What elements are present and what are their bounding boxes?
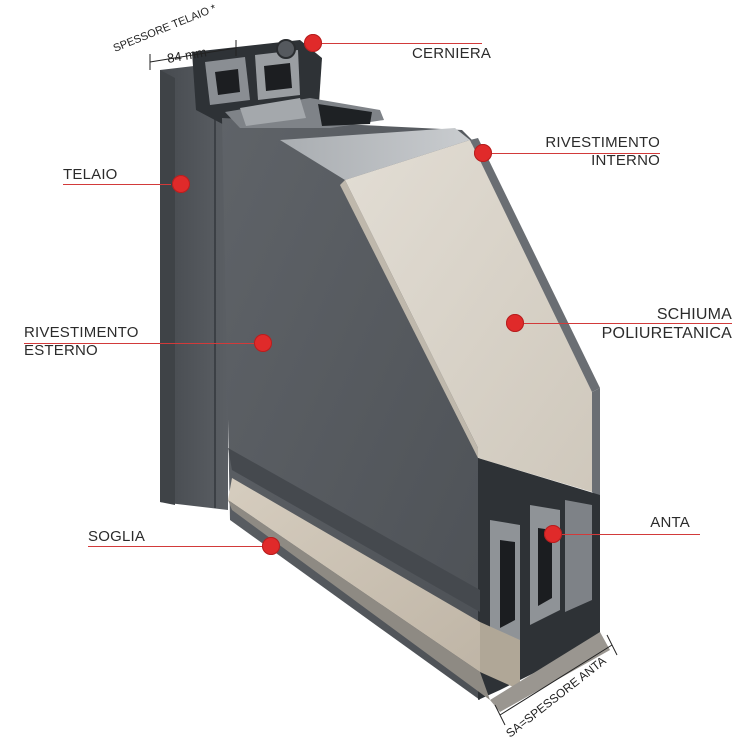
callout-dot-soglia	[262, 537, 280, 555]
label-telaio: TELAIO	[63, 166, 118, 184]
label-soglia: SOGLIA	[88, 528, 145, 546]
frame-post	[160, 62, 228, 510]
leader-rivestimento-esterno	[24, 343, 254, 344]
leader-cerniera	[322, 43, 482, 44]
interior-cladding-edge	[470, 138, 600, 392]
frame-thickness-value: 84 mm	[166, 44, 208, 66]
foam-face	[345, 140, 592, 492]
hinge-shape	[276, 39, 296, 59]
label-telaio-text: TELAIO	[63, 166, 118, 183]
label-rivestimento-esterno: RIVESTIMENTO ESTERNO	[24, 324, 139, 360]
leader-schiuma	[524, 323, 732, 324]
callout-dot-rivestimento-esterno	[254, 334, 272, 352]
label-schiuma-line2: POLIURETANICA	[601, 325, 732, 342]
label-anta-text: ANTA	[650, 514, 690, 531]
steel-strip	[280, 128, 470, 180]
label-schiuma-line1: SCHIUMA	[656, 306, 732, 323]
callout-dot-schiuma	[506, 314, 524, 332]
label-soglia-text: SOGLIA	[88, 528, 146, 545]
label-rivestimento-interno: RIVESTIMENTO INTERNO	[545, 134, 660, 170]
callout-dot-rivestimento-interno	[474, 144, 492, 162]
callout-dot-anta	[544, 525, 562, 543]
frame-post-side	[160, 70, 175, 505]
label-rivestimento-interno-line1: RIVESTIMENTO	[545, 134, 660, 151]
label-schiuma: SCHIUMA POLIURETANICA	[602, 305, 732, 343]
callout-dot-cerniera	[304, 34, 322, 52]
callout-dot-telaio	[172, 175, 190, 193]
leader-soglia	[88, 546, 262, 547]
threshold-top	[228, 448, 480, 612]
label-rivestimento-interno-line2: INTERNO	[591, 152, 660, 169]
label-rivestimento-esterno-line2: ESTERNO	[24, 342, 98, 359]
leader-telaio	[63, 184, 171, 185]
label-cerniera: CERNIERA	[412, 45, 491, 63]
label-rivestimento-esterno-line1: RIVESTIMENTO	[24, 324, 139, 341]
threshold-sill	[228, 478, 480, 672]
leader-rivestimento-interno	[492, 153, 660, 154]
label-anta: ANTA	[650, 514, 690, 532]
label-cerniera-text: CERNIERA	[412, 45, 492, 62]
leader-anta	[562, 534, 700, 535]
